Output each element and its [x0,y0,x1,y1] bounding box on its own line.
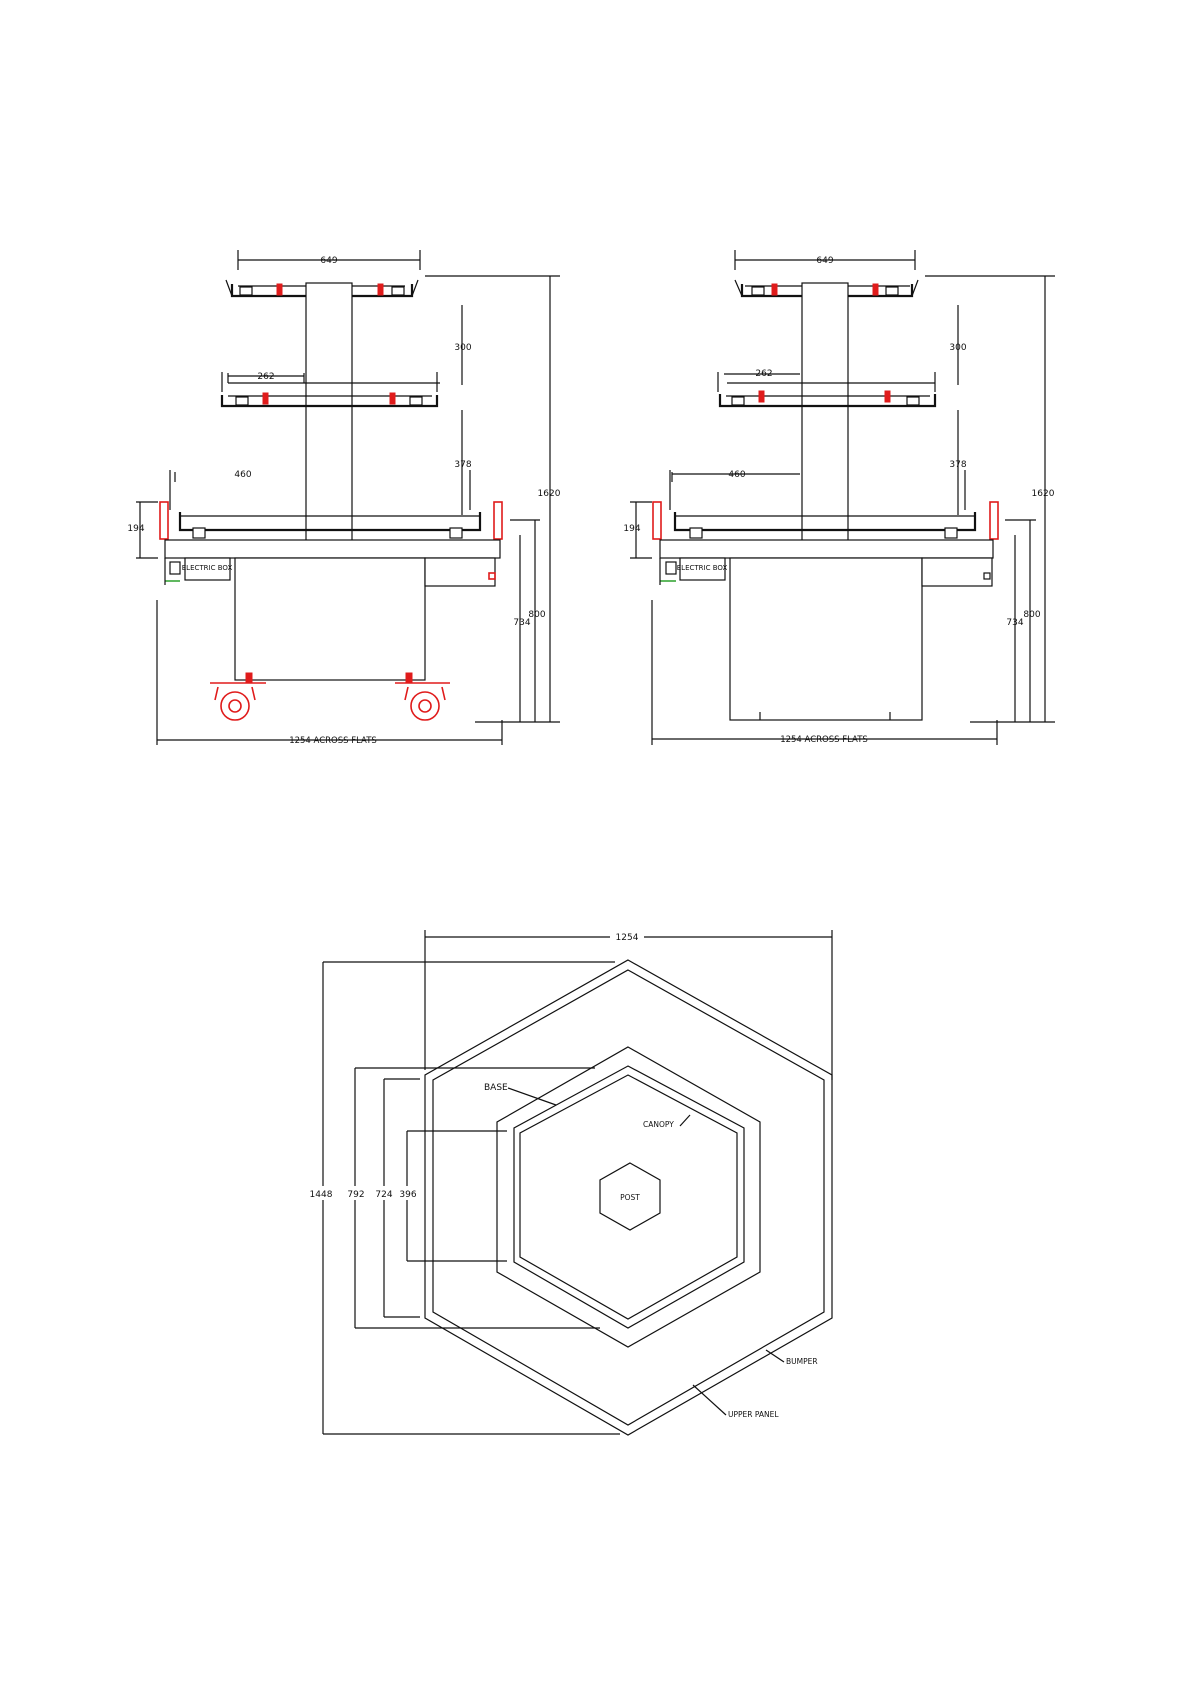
right-electric-box-label: ELECTRIC BOX [677,564,728,572]
plan-dim-1448: 1448 [310,1190,333,1200]
right-dim-tier-gap-1: 300 [949,343,966,353]
plan-dim-792: 792 [347,1190,364,1200]
left-electric-box-label: ELECTRIC BOX [182,564,233,572]
plan-dim-724: 724 [375,1190,392,1200]
right-dim-inner-height: 734 [1006,618,1023,628]
right-dim-mid-offset: 262 [755,369,772,379]
plan-label-base: BASE [484,1083,508,1093]
right-dim-base-half: 460 [728,470,745,480]
left-dim-top-width: 649 [320,256,337,266]
plan-dim-396: 396 [399,1190,416,1200]
left-dim-base-height: 800 [528,610,545,620]
right-dim-base-height: 800 [1023,610,1040,620]
right-dim-across-flats: 1254 ACROSS FLATS [780,735,868,745]
plan-label-bumper: BUMPER [786,1357,818,1366]
left-dim-bumper-height: 194 [127,524,144,534]
right-dim-overall-height: 1620 [1032,489,1055,499]
plan-label-post: POST [620,1193,640,1202]
plan-label-canopy: CANOPY [643,1120,674,1129]
left-dim-tier-gap-2: 378 [454,460,471,470]
right-dim-bumper-height: 194 [623,524,640,534]
left-dim-across-flats: 1254 ACROSS FLATS [289,736,377,746]
right-dim-top-width: 649 [816,256,833,266]
plan-view: 1254 POST BASE CANOPY BUMPER UPPER PANEL… [305,930,832,1435]
left-dim-mid-offset: 262 [257,372,274,382]
plan-dim-top-width: 1254 [616,933,639,943]
right-dim-tier-gap-2: 378 [949,460,966,470]
left-dim-overall-height: 1620 [538,489,561,499]
left-dim-base-half: 460 [234,470,251,480]
left-dim-tier-gap-1: 300 [454,343,471,353]
right-elevation-view: 649 262 300 378 460 [623,250,1055,745]
left-elevation-view: 649 262 300 378 460 [127,250,560,746]
left-dim-inner-height: 734 [513,618,530,628]
plan-label-upper-panel: UPPER PANEL [728,1410,779,1419]
